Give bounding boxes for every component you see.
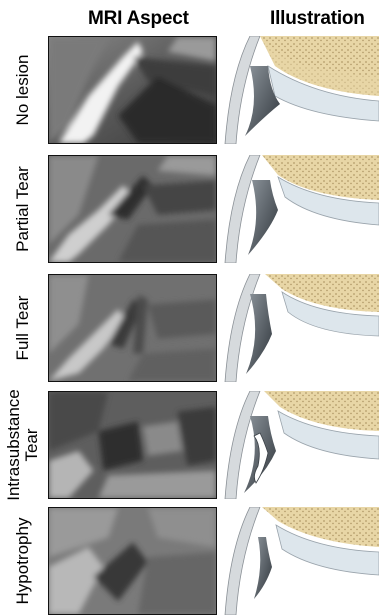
row-label-text: Full Tear — [14, 296, 32, 361]
row-label-text: Hypotrophy — [14, 518, 32, 605]
mri-column-header: MRI Aspect — [88, 8, 189, 30]
mri-image — [48, 155, 217, 263]
row-label-text: No lesion — [14, 55, 32, 126]
row-label-text-line2: Tear — [23, 389, 41, 501]
row-no-lesion: No lesion — [0, 36, 379, 144]
mri-image — [48, 274, 217, 382]
illustration-column-header: Illustration — [270, 8, 365, 30]
illustration-image — [220, 155, 379, 263]
row-label-text: Partial Tear — [14, 166, 32, 252]
row-label: No lesion — [0, 36, 46, 144]
mri-image — [48, 36, 217, 144]
illustration-image — [220, 507, 379, 615]
row-label: Full Tear — [0, 274, 46, 382]
mri-image — [48, 391, 217, 499]
illustration-image — [220, 36, 379, 144]
row-label-text: Intrasubstance — [5, 389, 23, 501]
row-label: Intrasubstance Tear — [0, 391, 46, 499]
row-hypotrophy: Hypotrophy — [0, 507, 379, 615]
row-intrasubstance-tear: Intrasubstance Tear — [0, 391, 379, 499]
illustration-image — [220, 391, 379, 499]
illustration-image — [220, 274, 379, 382]
mri-image — [48, 507, 217, 615]
row-partial-tear: Partial Tear — [0, 155, 379, 263]
row-full-tear: Full Tear — [0, 274, 379, 382]
row-label: Hypotrophy — [0, 507, 46, 615]
row-label: Partial Tear — [0, 155, 46, 263]
